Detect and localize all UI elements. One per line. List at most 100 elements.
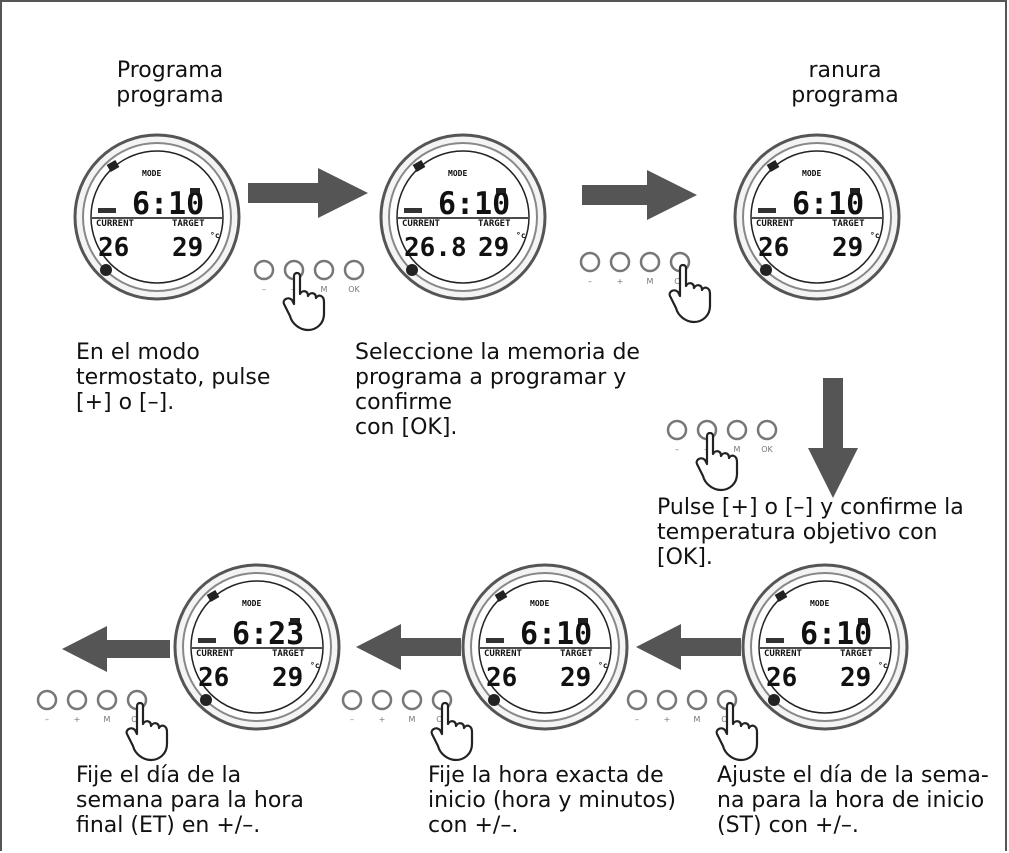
lcd-current-value: 26 bbox=[486, 663, 517, 693]
lcd-ring bbox=[190, 580, 324, 714]
signal-icon bbox=[206, 590, 220, 602]
bezel-inner bbox=[742, 142, 892, 292]
control-button-icon bbox=[626, 689, 648, 711]
control-button-icon bbox=[313, 259, 335, 281]
lcd-target-label: TARGET bbox=[272, 649, 305, 659]
control-button-icon bbox=[401, 689, 423, 711]
arrow-left-icon bbox=[636, 624, 741, 670]
control-button-label: + bbox=[664, 715, 671, 724]
lcd-status-dot bbox=[768, 694, 780, 706]
lcd-mode-label: MODE bbox=[802, 169, 821, 178]
step-3-text: Pulse [+] o [–] y confirme la temperatur… bbox=[657, 495, 964, 570]
step-4-text: Ajuste el día de la sema- na para la hor… bbox=[717, 763, 989, 838]
control-button-icon bbox=[36, 689, 58, 711]
battery-icon bbox=[290, 618, 300, 623]
lcd-current-value: 26 bbox=[758, 233, 789, 263]
lcd-target-label: TARGET bbox=[478, 219, 511, 229]
control-button-label: M bbox=[409, 715, 416, 724]
lcd-unit: °c bbox=[310, 661, 320, 670]
lcd-target-label: TARGET bbox=[560, 649, 593, 659]
control-button-icon bbox=[343, 259, 365, 281]
battery-icon bbox=[578, 618, 588, 623]
hand-pointer-icon bbox=[695, 431, 739, 492]
day-bar-icon bbox=[486, 638, 504, 643]
signal-icon bbox=[106, 160, 120, 172]
control-button-icon bbox=[371, 689, 393, 711]
lcd-unit: °c bbox=[210, 231, 220, 240]
lcd-unit: °c bbox=[516, 231, 526, 240]
lcd-current-label: CURRENT bbox=[402, 219, 441, 229]
control-button-label: OK bbox=[761, 445, 773, 454]
button-row: –+MOK bbox=[666, 419, 778, 492]
lcd-ring bbox=[758, 580, 892, 714]
control-button-icon bbox=[96, 689, 118, 711]
day-bar-icon bbox=[758, 208, 776, 213]
arrow-left-icon bbox=[62, 626, 170, 672]
arrow-right-icon bbox=[582, 170, 697, 220]
lcd-status-dot bbox=[406, 264, 418, 276]
button-row: –+MOK bbox=[253, 259, 365, 332]
battery-icon bbox=[850, 188, 860, 193]
lcd-ring bbox=[396, 150, 530, 284]
battery-icon bbox=[190, 188, 200, 193]
control-button-icon bbox=[756, 419, 778, 441]
lcd-unit: °c bbox=[870, 231, 880, 240]
lcd-target-value: 29 bbox=[172, 233, 203, 263]
button-row: –+MOK bbox=[579, 251, 712, 324]
lcd-ring bbox=[90, 150, 224, 284]
lcd-mode-label: MODE bbox=[810, 599, 829, 608]
control-button-icon bbox=[253, 259, 275, 281]
bezel-inner bbox=[470, 572, 620, 722]
lcd-mode-label: MODE bbox=[242, 599, 261, 608]
lcd-mode-label: MODE bbox=[530, 599, 549, 608]
control-button-icon bbox=[341, 689, 363, 711]
control-button-label: M bbox=[321, 285, 328, 294]
button-row: –+MOK bbox=[36, 689, 169, 762]
lcd-target-label: TARGET bbox=[840, 649, 873, 659]
control-button-label: M bbox=[734, 445, 741, 454]
bezel-inner bbox=[182, 572, 332, 722]
control-button-label: + bbox=[379, 715, 386, 724]
lcd-mode-label: MODE bbox=[448, 169, 467, 178]
label-top-right: ranura programa bbox=[791, 58, 899, 108]
bezel-inner bbox=[388, 142, 538, 292]
battery-icon bbox=[496, 188, 506, 193]
control-button-label: + bbox=[74, 715, 81, 724]
hand-pointer-icon bbox=[430, 701, 474, 762]
hand-pointer-icon bbox=[668, 263, 712, 324]
lcd-current-label: CURRENT bbox=[756, 219, 795, 229]
step-6-text: Fije el día de la semana para la hora fi… bbox=[76, 763, 304, 838]
signal-icon bbox=[494, 590, 508, 602]
button-row: –+MOK bbox=[626, 689, 759, 762]
lcd-current-value: 26 bbox=[198, 663, 229, 693]
lcd-target-value: 29 bbox=[560, 663, 591, 693]
control-button-icon bbox=[639, 251, 661, 273]
control-button-label: – bbox=[635, 715, 639, 724]
control-button-icon bbox=[726, 419, 748, 441]
step-1-text: En el modo termostato, pulse [+] o [–]. bbox=[76, 340, 271, 415]
control-button-icon bbox=[666, 419, 688, 441]
lcd-status-dot bbox=[200, 694, 212, 706]
control-button-icon bbox=[609, 251, 631, 273]
hand-pointer-icon bbox=[282, 271, 326, 332]
signal-icon bbox=[774, 590, 788, 602]
lcd-current-value: 26 bbox=[98, 233, 129, 263]
control-button-label: M bbox=[694, 715, 701, 724]
button-row: –+MOK bbox=[341, 689, 474, 762]
lcd-status-dot bbox=[488, 694, 500, 706]
control-button-icon bbox=[579, 251, 601, 273]
lcd-target-value: 29 bbox=[832, 233, 863, 263]
arrow-right-icon bbox=[248, 168, 368, 218]
control-button-label: – bbox=[262, 285, 266, 294]
lcd-status-dot bbox=[760, 264, 772, 276]
lcd-current-label: CURRENT bbox=[196, 649, 235, 659]
control-button-label: M bbox=[104, 715, 111, 724]
lcd-target-value: 29 bbox=[840, 663, 871, 693]
lcd-status-dot bbox=[100, 264, 112, 276]
